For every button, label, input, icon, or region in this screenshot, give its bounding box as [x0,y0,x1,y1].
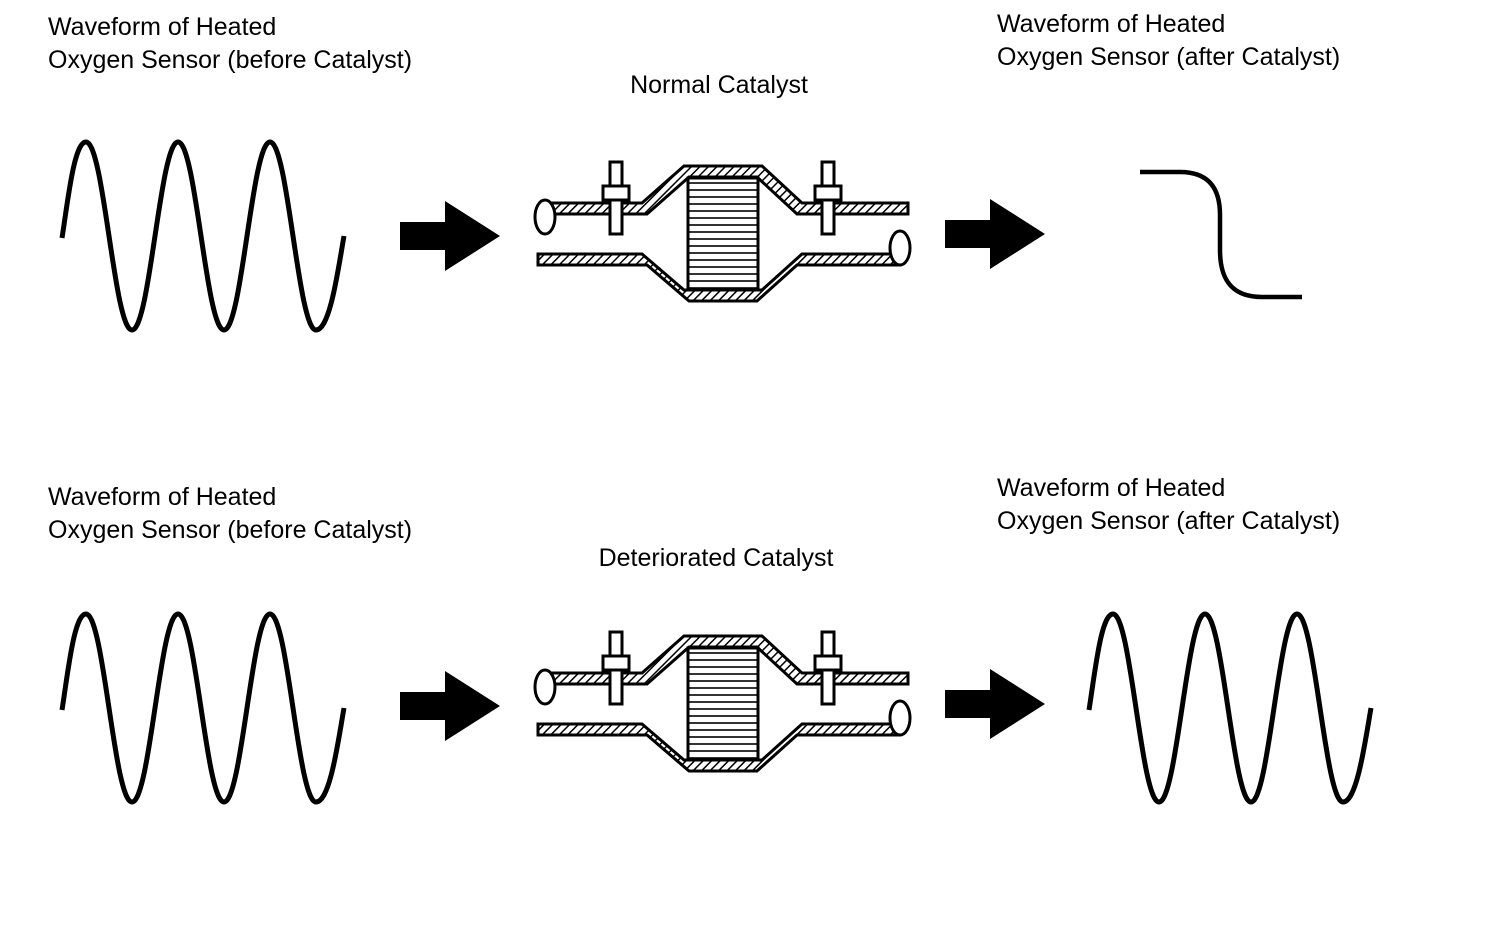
row1-catalyst-label: Normal Catalyst [630,71,808,99]
row1-before-label-line1: Waveform of Heated [48,13,277,41]
row2-arrow-in-icon [400,671,500,741]
row1-catalytic-converter [533,160,912,303]
row2-before-label-line1: Waveform of Heated [48,483,277,511]
row1-after-label: Waveform of Heated Oxygen Sensor (after … [997,8,1340,74]
row2-before-label-line2: Oxygen Sensor (before Catalyst) [48,516,413,544]
row2-before-label: Waveform of Heated Oxygen Sensor (before… [48,481,412,547]
row1-before-label: Waveform of Heated Oxygen Sensor (before… [48,11,412,77]
row2-after-waveform [1089,614,1371,802]
row1-after-waveform [1140,169,1302,300]
row2-catalytic-converter [533,630,912,773]
row1-after-label-line1: Waveform of Heated [997,10,1226,38]
row2-after-label-line2: Oxygen Sensor (after Catalyst) [997,507,1341,535]
row2-before-waveform [62,614,344,802]
row2-arrow-out-icon [945,669,1045,739]
row2-catalyst-label: Deteriorated Catalyst [598,544,834,572]
row2-after-label: Waveform of Heated Oxygen Sensor (after … [997,472,1340,538]
row1-before-waveform [62,142,344,330]
row2-after-label-line1: Waveform of Heated [997,474,1226,502]
row1-arrow-in-icon [400,201,500,271]
row1-after-label-line2: Oxygen Sensor (after Catalyst) [997,43,1341,71]
row1-before-label-line2: Oxygen Sensor (before Catalyst) [48,46,413,74]
row1-arrow-out-icon [945,199,1045,269]
